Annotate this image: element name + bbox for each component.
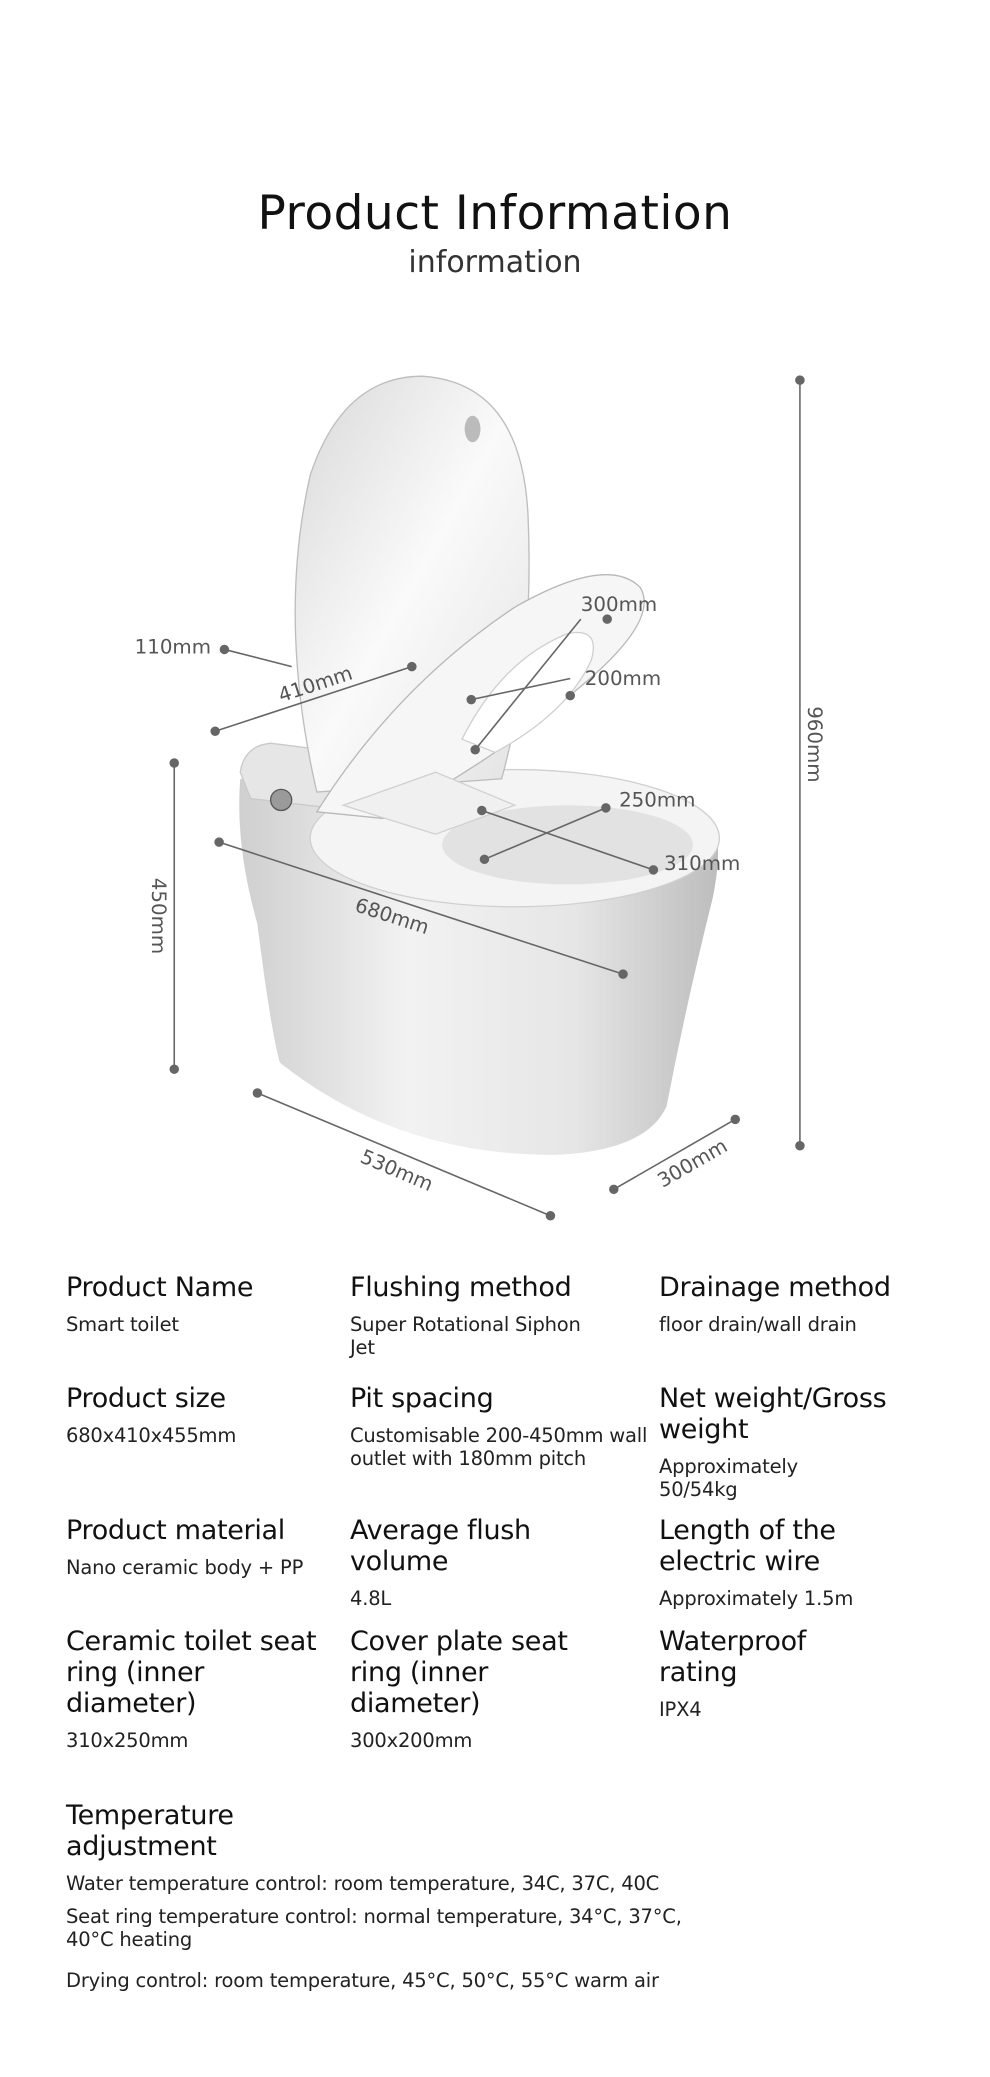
page-subtitle: information [408,245,582,280]
spec-value: 4.8L [350,1587,392,1610]
dim-300-base: 300mm [654,1134,732,1192]
spec-product-size: Product size 680x410x455mm [66,1383,356,1447]
dim-530: 530mm [357,1145,436,1196]
spec-value: 310x250mm [66,1729,189,1752]
spec-label: Product Name [66,1272,254,1303]
spec-product-name: Product Name Smart toilet [66,1272,356,1336]
spec-label: Cover plate seat ring (inner diameter) [350,1626,568,1719]
dim-310: 310mm [664,852,740,875]
spec-waterproof-rating: Waterproof rating IPX4 [659,1626,859,1721]
spec-wire-length: Length of the electric wire Approximatel… [659,1515,899,1610]
dim-110: 110mm [135,635,211,658]
toilet-bowl-inside [442,805,693,885]
spec-label: Flushing method [350,1272,572,1303]
spec-label: Waterproof rating [659,1626,807,1688]
spec-value: Super Rotational Siphon Jet [350,1313,581,1359]
drying-control-text: Drying control: room temperature, 45°C, … [66,1969,659,1992]
dim-960: 960mm [803,706,826,782]
dim-250: 250mm [619,789,695,812]
spec-label: Net weight/Gross weight [659,1383,887,1445]
toilet-illustration [239,375,721,1155]
spec-value: floor drain/wall drain [659,1313,857,1336]
seat-temperature-text: Seat ring temperature control: normal te… [66,1905,682,1951]
spec-weight: Net weight/Gross weight Approximately 50… [659,1383,939,1501]
temperature-label: Temperature adjustment [66,1800,234,1862]
spec-label: Length of the electric wire [659,1515,836,1577]
spec-value: 680x410x455mm [66,1424,237,1447]
dim-200: 200mm [585,667,661,690]
control-knob-icon [269,788,293,812]
spec-ceramic-seat-ring: Ceramic toilet seat ring (inner diameter… [66,1626,336,1752]
spec-cover-seat-ring: Cover plate seat ring (inner diameter) 3… [350,1626,605,1752]
spec-flushing-method: Flushing method Super Rotational Siphon … [350,1272,590,1359]
spec-label: Average flush volume [350,1515,531,1577]
spec-value: Nano ceramic body + PP [66,1556,304,1579]
water-temperature-text: Water temperature control: room temperat… [66,1872,660,1895]
spec-label: Product material [66,1515,285,1546]
spec-value: 300x200mm [350,1729,473,1752]
temperature-adjustment-section: Temperature adjustment Water temperature… [66,1800,946,1992]
spec-value: Approximately 50/54kg [659,1455,798,1501]
spec-pit-spacing: Pit spacing Customisable 200-450mm wall … [350,1383,650,1470]
spec-label: Ceramic toilet seat ring (inner diameter… [66,1626,317,1719]
dim-300-cover: 300mm [581,593,657,616]
spec-flush-volume: Average flush volume 4.8L [350,1515,590,1610]
spec-label: Drainage method [659,1272,891,1303]
spec-drainage-method: Drainage method floor drain/wall drain [659,1272,949,1336]
page-title: Product Information [257,186,733,241]
spec-value: Customisable 200-450mm wall outlet with … [350,1424,648,1470]
spec-value: IPX4 [659,1698,702,1721]
dimension-lines [169,375,805,1221]
spec-label: Pit spacing [350,1383,494,1414]
spec-value: Smart toilet [66,1313,179,1336]
dim-450: 450mm [147,878,170,954]
spec-label: Product size [66,1383,226,1414]
spec-product-material: Product material Nano ceramic body + PP [66,1515,341,1579]
spec-value: Approximately 1.5m [659,1587,854,1610]
toilet-dimension-diagram: 960mm 450mm 530mm 300mm 680mm 110mm 410m… [135,375,826,1221]
